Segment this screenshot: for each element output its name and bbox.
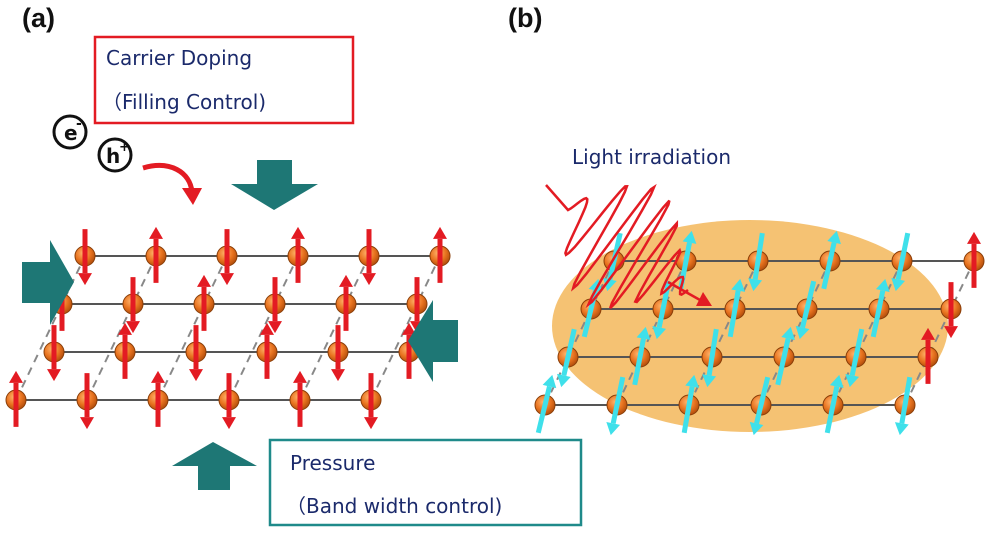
spin-arrow: [535, 374, 557, 434]
panel-b-label: (b): [508, 3, 543, 33]
spin-arrow: [944, 282, 958, 339]
spin-arrow: [293, 370, 307, 427]
pressure-box-line2: （Band width control): [286, 494, 503, 518]
electron-letter: e: [64, 121, 78, 145]
spin-arrow: [870, 278, 890, 338]
spin-arrow: [220, 229, 234, 286]
light-arrow-head: [696, 292, 712, 306]
spin-arrow: [149, 226, 163, 283]
lattice-column: [299, 255, 370, 401]
spin-arrow: [824, 374, 844, 434]
spin-arrow: [821, 230, 841, 290]
spin-arrow: [47, 325, 61, 382]
spin-arrow: [78, 229, 92, 286]
spin-arrow: [891, 232, 911, 292]
spin-arrow: [189, 325, 203, 382]
spin-arrow: [364, 373, 378, 430]
spin-arrow: [967, 231, 981, 288]
lattice-column: [228, 255, 299, 401]
spin-arrow: [9, 370, 23, 427]
lattice-column: [832, 260, 903, 406]
lattice-column: [904, 260, 975, 406]
spin-arrow: [362, 229, 376, 286]
spin-arrow: [118, 322, 132, 379]
electron-sign: -: [76, 116, 82, 132]
lattice-column: [86, 255, 157, 401]
spin-arrow: [748, 232, 765, 292]
spin-arrow: [632, 326, 651, 386]
spin-arrow: [222, 373, 236, 430]
doping-box-line1: Carrier Doping: [106, 46, 253, 70]
spin-arrow: [921, 327, 935, 384]
spin-arrow: [845, 328, 865, 388]
spin-arrow: [433, 226, 447, 283]
spin-arrow: [126, 277, 140, 334]
lattice-a: [6, 255, 450, 401]
spin-arrow: [80, 373, 94, 430]
hole-symbol: h +: [97, 137, 133, 173]
pressure-arrows: [22, 160, 458, 490]
lattice-column: [157, 255, 228, 401]
hole-sign: +: [119, 140, 130, 155]
spin-arrow: [775, 326, 795, 386]
pressure-arrow-bottom: [172, 442, 257, 490]
spin-arrow: [795, 280, 817, 340]
pressure-box-line1: Pressure: [290, 451, 376, 475]
lattice-column: [544, 260, 615, 406]
spin-arrow: [727, 278, 746, 338]
spin-arrow: [749, 376, 771, 436]
spin-arrow: [894, 376, 913, 436]
spin-arrow: [197, 274, 211, 331]
panel-a-label: (a): [22, 3, 55, 33]
hole-letter: h: [106, 144, 120, 168]
spin-arrow: [331, 325, 345, 382]
doping-box: [93, 35, 355, 125]
pressure-arrow-left: [22, 240, 74, 325]
spin-arrow: [557, 328, 577, 388]
spin-arrow: [291, 226, 305, 283]
light-wave: [545, 183, 689, 309]
pressure-arrow-top: [231, 160, 318, 210]
doping-arrow: [142, 163, 195, 193]
lattice-column: [760, 260, 831, 406]
spins-a: [9, 226, 447, 430]
lattice-column: [688, 260, 759, 406]
spin-arrow: [268, 277, 282, 334]
spin-arrow: [339, 274, 353, 331]
lattice-b: [535, 260, 984, 406]
light-arrow: [667, 280, 701, 302]
spin-arrow: [702, 328, 719, 388]
pressure-box: [268, 438, 583, 527]
lattice-column: [15, 255, 86, 401]
spin-arrow: [681, 374, 700, 434]
spin-arrow: [151, 370, 165, 427]
electron-symbol: e -: [52, 114, 88, 150]
spin-arrow: [606, 376, 626, 436]
spin-arrow: [260, 322, 274, 379]
doping-arrow-head: [182, 188, 202, 205]
doping-box-line2: （Filling Control): [102, 90, 267, 114]
lattice-column: [370, 255, 441, 401]
light-irradiation-label: Light irradiation: [572, 145, 731, 169]
pressure-arrow-right: [408, 300, 458, 382]
